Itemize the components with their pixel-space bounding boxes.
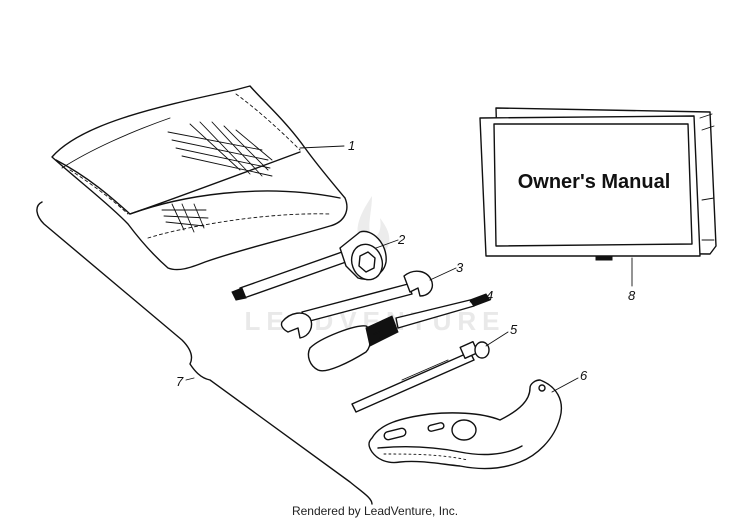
owners-manual: Owner's Manual <box>479 107 717 261</box>
pouch-hatch-upper <box>167 121 273 177</box>
tool-kit-brace <box>36 201 373 505</box>
socket-wrench <box>231 230 387 301</box>
screwdriver <box>307 293 491 372</box>
callout-2: 2 <box>397 232 406 247</box>
footer-credit: Rendered by LeadVenture, Inc. <box>292 504 458 518</box>
pouch-hatch-lower <box>161 203 209 233</box>
callout-7: 7 <box>176 374 184 389</box>
manual-cover-title: Owner's Manual <box>518 171 671 193</box>
callout-numbers: 1 2 3 4 5 6 7 8 <box>176 138 636 389</box>
callout-4: 4 <box>486 288 493 303</box>
tool-pouch <box>51 85 348 271</box>
callout-1: 1 <box>348 138 355 153</box>
callout-6: 6 <box>580 368 588 383</box>
callout-5: 5 <box>510 322 518 337</box>
leader-lines <box>185 145 633 393</box>
extension-bar <box>351 340 490 413</box>
open-end-wrench <box>280 270 434 339</box>
hook-spanner <box>368 379 562 470</box>
callout-8: 8 <box>628 288 636 303</box>
callout-3: 3 <box>456 260 464 275</box>
